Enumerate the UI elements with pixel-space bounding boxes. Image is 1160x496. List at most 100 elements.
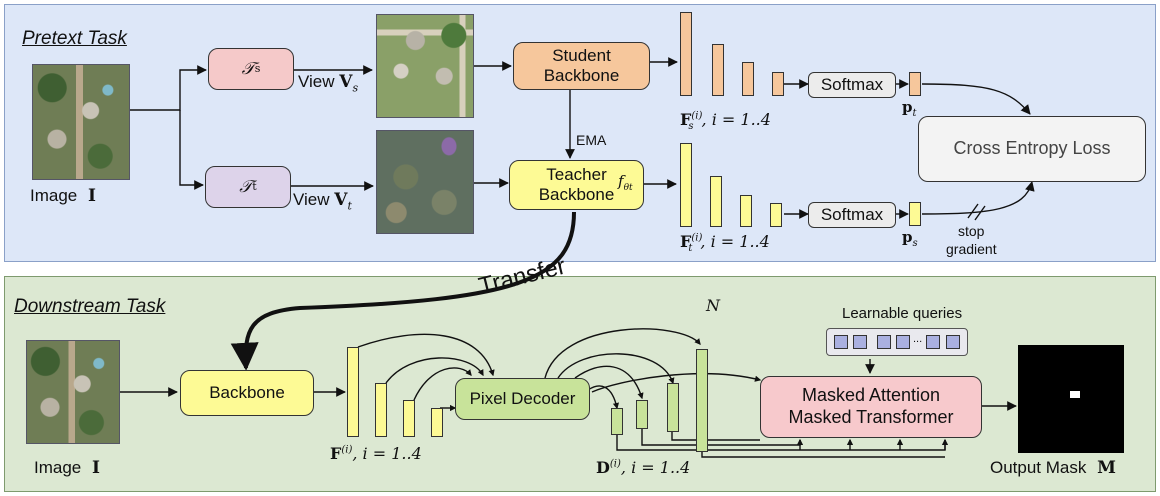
teacher-feature-3 <box>740 195 752 227</box>
queries-ellipsis: ... <box>913 333 923 345</box>
decoder-feature-3 <box>636 400 648 429</box>
image-symbol: I <box>87 186 96 206</box>
student-feature-4 <box>772 72 784 96</box>
view-t-symbol: V <box>334 190 348 210</box>
fs-sup: (i) <box>691 110 703 122</box>
decoder-feature-2 <box>667 383 679 432</box>
output-mask-blob <box>1070 391 1080 398</box>
teacher-fn: f <box>618 172 624 190</box>
student-backbone: Student Backbone <box>513 42 650 90</box>
student-feature-3 <box>742 62 754 96</box>
view-t-prefix: View <box>293 190 335 209</box>
downstream-backbone: Backbone <box>180 370 314 416</box>
downstream-image-symbol: I <box>91 458 100 478</box>
arrow-f1-to-decoder <box>357 333 495 377</box>
arrow-decoder-to-masked <box>591 373 762 393</box>
transform-t-sub: t <box>252 180 257 194</box>
transform-s-sub: s <box>254 62 261 76</box>
f-range: , i = 1..4 <box>352 444 422 463</box>
query-token-1 <box>834 335 848 349</box>
query-token-3 <box>877 335 891 349</box>
aerial-input-image <box>32 64 130 180</box>
ft-range: , i = 1..4 <box>700 232 770 251</box>
gradient-label: gradient <box>946 241 997 257</box>
arrow-decoder-to-d4 <box>587 385 620 410</box>
view-s-sub: s <box>352 81 359 95</box>
teacher-fn-sub: θt <box>623 183 633 193</box>
ps-label: p <box>902 228 913 246</box>
arrow-decoder-to-d3 <box>574 365 644 400</box>
student-feature-2 <box>712 44 724 96</box>
ft-sub: t <box>688 243 693 255</box>
wire-d-bus <box>616 429 946 458</box>
downstream-image-label: Image <box>34 458 82 477</box>
pt-vector <box>909 72 921 96</box>
view-t-sub: t <box>347 199 352 213</box>
teacher-line-1: Teacher <box>546 164 607 184</box>
d-label: D <box>596 458 610 477</box>
output-symbol: M <box>1097 458 1116 478</box>
n-label: N <box>706 296 720 315</box>
ps-vector <box>909 202 921 226</box>
teacher-feature-2 <box>710 176 722 227</box>
arrow-pt-to-loss <box>921 83 1031 115</box>
fs-sub: s <box>688 121 694 133</box>
ft-label: F <box>680 232 692 251</box>
teacher-line-2: Backbone <box>538 185 615 204</box>
ft-sup: (i) <box>691 232 703 244</box>
masked-line-1: Masked Attention <box>801 385 941 406</box>
d-range: , i = 1..4 <box>620 458 691 477</box>
backbone-feature-4 <box>431 408 443 437</box>
stop-gradient-mark-1 <box>967 203 979 219</box>
pixel-decoder: Pixel Decoder <box>455 378 590 420</box>
masked-line-2: Masked Transformer <box>788 407 954 427</box>
view-s-prefix: View <box>298 72 340 91</box>
student-line-1: Student <box>552 45 611 65</box>
arrow-decoder-to-d1 <box>544 328 701 379</box>
d-sup: (i) <box>609 458 621 470</box>
teacher-backbone: Teacher Backbone <box>509 160 644 210</box>
stop-label: stop <box>958 223 985 239</box>
arrow-image-to-tt <box>179 110 204 190</box>
teacher-feature-4 <box>770 203 782 227</box>
pretext-title: Pretext Task <box>22 28 127 49</box>
fs-range: , i = 1..4 <box>701 110 771 129</box>
view-s-symbol: V <box>339 72 353 92</box>
student-line-2: Backbone <box>543 66 620 85</box>
downstream-input-image <box>26 340 120 444</box>
decoder-feature-4 <box>611 408 623 435</box>
fs-label: F <box>680 110 692 129</box>
arrow-ps-to-loss <box>921 181 1035 215</box>
query-token-5 <box>926 335 940 349</box>
stop-gradient-mark-2 <box>974 205 986 221</box>
backbone-feature-3 <box>403 400 415 437</box>
query-token-2 <box>853 335 867 349</box>
arrow-image-to-ts <box>130 65 207 111</box>
output-mask-image <box>1018 345 1124 453</box>
arrow-f2-to-decoder <box>385 357 484 384</box>
ps-sub: s <box>912 238 918 249</box>
view-s-image <box>376 14 474 118</box>
softmax-bottom: Softmax <box>808 202 896 228</box>
downstream-title: Downstream Task <box>14 296 166 317</box>
arrow-decoder-to-d2 <box>557 353 675 385</box>
output-label: Output Mask <box>990 458 1087 477</box>
teacher-feature-1 <box>680 143 692 227</box>
view-t-image <box>376 130 474 234</box>
arrow-f3-to-decoder <box>413 367 472 401</box>
softmax-top: Softmax <box>808 72 896 98</box>
arrow-transfer <box>230 211 576 371</box>
backbone-feature-1 <box>347 347 359 437</box>
query-token-4 <box>896 335 910 349</box>
cross-entropy-loss: Cross Entropy Loss <box>918 116 1146 182</box>
student-feature-1 <box>680 12 692 96</box>
transform-s-symbol: 𝒯 <box>241 58 255 79</box>
pt-label: p <box>902 98 913 116</box>
decoder-feature-1 <box>696 349 708 452</box>
f-sup: (i) <box>341 444 353 456</box>
ema-label: EMA <box>576 132 607 148</box>
queries-label: Learnable queries <box>842 305 963 322</box>
backbone-feature-2 <box>375 383 387 437</box>
